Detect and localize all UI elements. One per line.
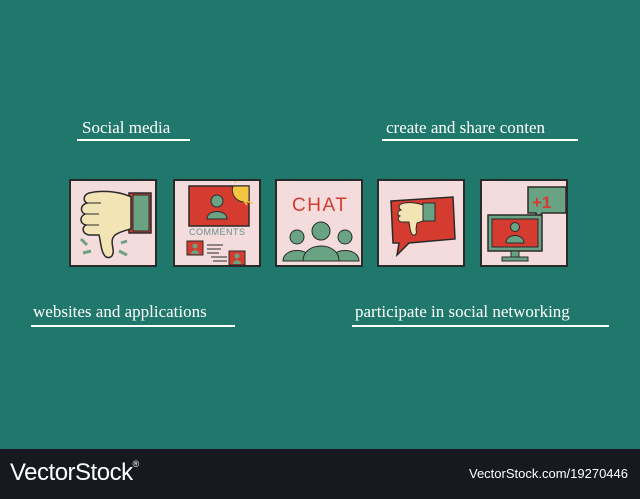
- thumbs-down-icon: [79, 190, 152, 259]
- comments-text: COMMENTS: [189, 227, 246, 237]
- plus-one-text: +1: [532, 193, 551, 212]
- label-social-media: Social media: [82, 118, 171, 137]
- label-create-share: create and share conten: [386, 118, 546, 137]
- footer-bar: VectorStock® VectorStock.com/19270446: [0, 449, 640, 499]
- tile-comments: COMMENTS: [173, 179, 261, 267]
- comments-icon: COMMENTS: [186, 181, 254, 266]
- label-websites-apps: websites and applications: [33, 302, 207, 321]
- brand-logo: VectorStock®: [10, 459, 139, 487]
- footer-url: VectorStock.com/19270446: [469, 466, 628, 481]
- dislike-message-icon: [390, 196, 456, 258]
- tile-plus-one: +1: [480, 179, 568, 267]
- chat-text: CHAT: [292, 195, 348, 216]
- label-participate: participate in social networking: [355, 302, 570, 321]
- registered-mark: ®: [132, 459, 140, 469]
- tile-dislike-message: [377, 179, 465, 267]
- label-underline: [31, 325, 235, 327]
- brand-name: VectorStock: [10, 459, 133, 486]
- plus-one-monitor-icon: +1: [487, 186, 567, 262]
- label-underline: [77, 139, 190, 141]
- tile-chat: CHAT: [275, 179, 363, 267]
- label-underline: [352, 325, 609, 327]
- label-underline: [382, 139, 578, 141]
- tile-thumbs-down: [69, 179, 157, 267]
- chat-icon: CHAT: [282, 195, 360, 262]
